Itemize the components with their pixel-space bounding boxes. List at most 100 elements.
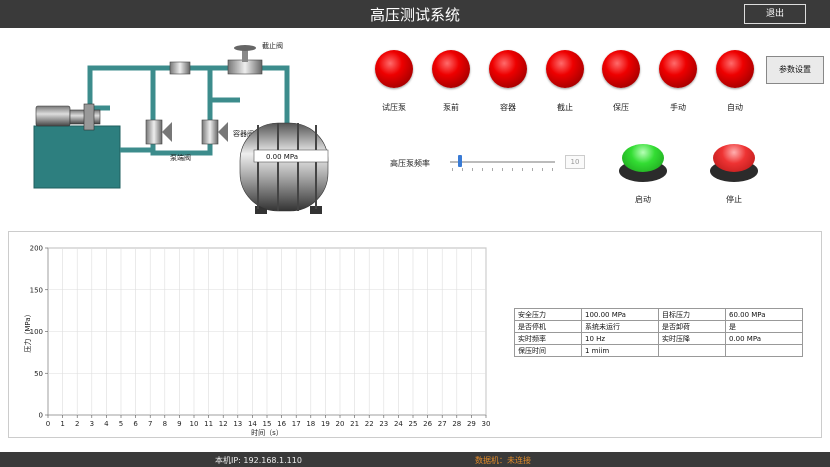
indicator-lamp: [375, 50, 413, 88]
table-cell: 是: [725, 320, 803, 333]
y-tick-label: 150: [30, 286, 43, 294]
x-tick-label: 28: [452, 420, 461, 428]
table-cell: 实时压降: [658, 332, 726, 345]
indicator-label: 试压泵: [382, 103, 406, 112]
y-tick-label: 50: [34, 370, 43, 378]
table-cell: 0.00 MPa: [725, 332, 803, 345]
x-tick-label: 2: [75, 420, 79, 428]
x-tick-label: 13: [233, 420, 242, 428]
start-button-cap: [622, 144, 664, 172]
x-tick-label: 24: [394, 420, 403, 428]
x-tick-label: 0: [46, 420, 50, 428]
table-row: 是否停机系统未运行是否卸荷是: [514, 320, 803, 333]
x-tick-label: 20: [336, 420, 345, 428]
start-label: 启动: [635, 195, 651, 204]
indicator-lamp: [489, 50, 527, 88]
pipe-coupling: [169, 61, 191, 75]
x-tick-label: 1: [60, 420, 64, 428]
table-cell: 目标压力: [658, 308, 726, 321]
connection-status: 数据机：未连接: [475, 456, 531, 465]
table-cell: 安全压力: [514, 308, 582, 321]
stop-button[interactable]: [710, 144, 758, 184]
x-tick-label: 8: [163, 420, 167, 428]
y-tick-label: 100: [30, 328, 43, 336]
status-bar: 本机IP: 192.168.1.110 数据机：未连接: [0, 452, 830, 467]
table-cell: 100.00 MPa: [581, 308, 659, 321]
indicator-lamp: [602, 50, 640, 88]
x-tick-label: 3: [90, 420, 94, 428]
parameter-settings-button[interactable]: 参数设置: [766, 56, 824, 84]
x-tick-label: 7: [148, 420, 152, 428]
x-tick-label: 30: [482, 420, 491, 428]
x-tick-label: 9: [177, 420, 181, 428]
pump-frequency-value[interactable]: 10: [565, 155, 585, 169]
window-title: 高压测试系统: [369, 6, 460, 24]
indicator-label: 截止: [557, 103, 573, 112]
table-cell: 是否卸荷: [658, 320, 726, 333]
x-tick-label: 10: [190, 420, 199, 428]
x-tick-label: 16: [277, 420, 286, 428]
x-tick-label: 23: [379, 420, 388, 428]
container-valve-icon[interactable]: [201, 119, 228, 145]
shutoff-valve-icon[interactable]: [227, 45, 263, 75]
indicator-label: 泵前: [443, 103, 459, 112]
table-cell: [658, 344, 726, 357]
shutoff-valve-label: 截止阀: [262, 41, 283, 50]
table-cell: 系统未运行: [581, 320, 659, 333]
indicator-lamp: [546, 50, 584, 88]
indicator-label: 保压: [613, 103, 629, 112]
exit-button[interactable]: 退出: [744, 4, 806, 24]
x-tick-label: 11: [204, 420, 213, 428]
indicator-label: 自动: [727, 103, 743, 112]
indicator-label: 手动: [670, 103, 686, 112]
pump-outlet-valve-icon[interactable]: [145, 119, 172, 145]
x-tick-label: 4: [104, 420, 109, 428]
x-tick-label: 26: [423, 420, 432, 428]
x-tick-label: 29: [467, 420, 476, 428]
table-cell: 1 miim: [581, 344, 659, 357]
pump-motor: [35, 103, 101, 131]
stop-label: 停止: [726, 195, 742, 204]
start-button[interactable]: [619, 144, 667, 184]
x-tick-label: 12: [219, 420, 228, 428]
table-cell: [725, 344, 803, 357]
y-axis-label: 压力（MPa）: [23, 310, 32, 352]
x-tick-label: 27: [438, 420, 447, 428]
pump-outlet-valve-label: 泵端阀: [170, 153, 191, 162]
x-tick-label: 25: [409, 420, 418, 428]
title-bar: 高压测试系统 退出: [0, 0, 830, 28]
indicator-lamp: [716, 50, 754, 88]
indicator-label: 容器: [500, 103, 516, 112]
pump-frequency-slider-thumb[interactable]: [458, 155, 462, 167]
indicator-lamp: [659, 50, 697, 88]
x-tick-label: 19: [321, 420, 330, 428]
y-tick-label: 200: [30, 245, 43, 253]
indicator-lamp: [432, 50, 470, 88]
pressure-vessel: [239, 122, 329, 214]
container-valve-label: 容器阀: [233, 129, 254, 138]
local-ip: 本机IP: 192.168.1.110: [215, 456, 302, 465]
table-cell: 10 Hz: [581, 332, 659, 345]
x-tick-label: 14: [248, 420, 257, 428]
y-tick-label: 0: [39, 412, 43, 420]
main-panel: 截止阀 泵端阀 容器阀 0.00 MPa 试压泵 泵前 容器 截止 保压 手动: [0, 28, 830, 452]
pump-frequency-slider-track[interactable]: [450, 161, 555, 163]
process-diagram: 截止阀 泵端阀 容器阀 0.00 MPa: [33, 41, 329, 214]
table-cell: 保压时间: [514, 344, 582, 357]
x-tick-label: 18: [306, 420, 315, 428]
table-cell: 60.00 MPa: [725, 308, 803, 321]
reservoir-tank: [33, 125, 121, 189]
pump-frequency-slider-ticks: [452, 168, 554, 171]
pressure-readout: 0.00 MPa: [266, 153, 298, 161]
x-tick-label: 21: [350, 420, 359, 428]
table-cell: 是否停机: [514, 320, 582, 333]
x-tick-label: 22: [365, 420, 374, 428]
stop-button-cap: [713, 144, 755, 172]
x-tick-label: 6: [133, 420, 138, 428]
x-tick-label: 17: [292, 420, 301, 428]
